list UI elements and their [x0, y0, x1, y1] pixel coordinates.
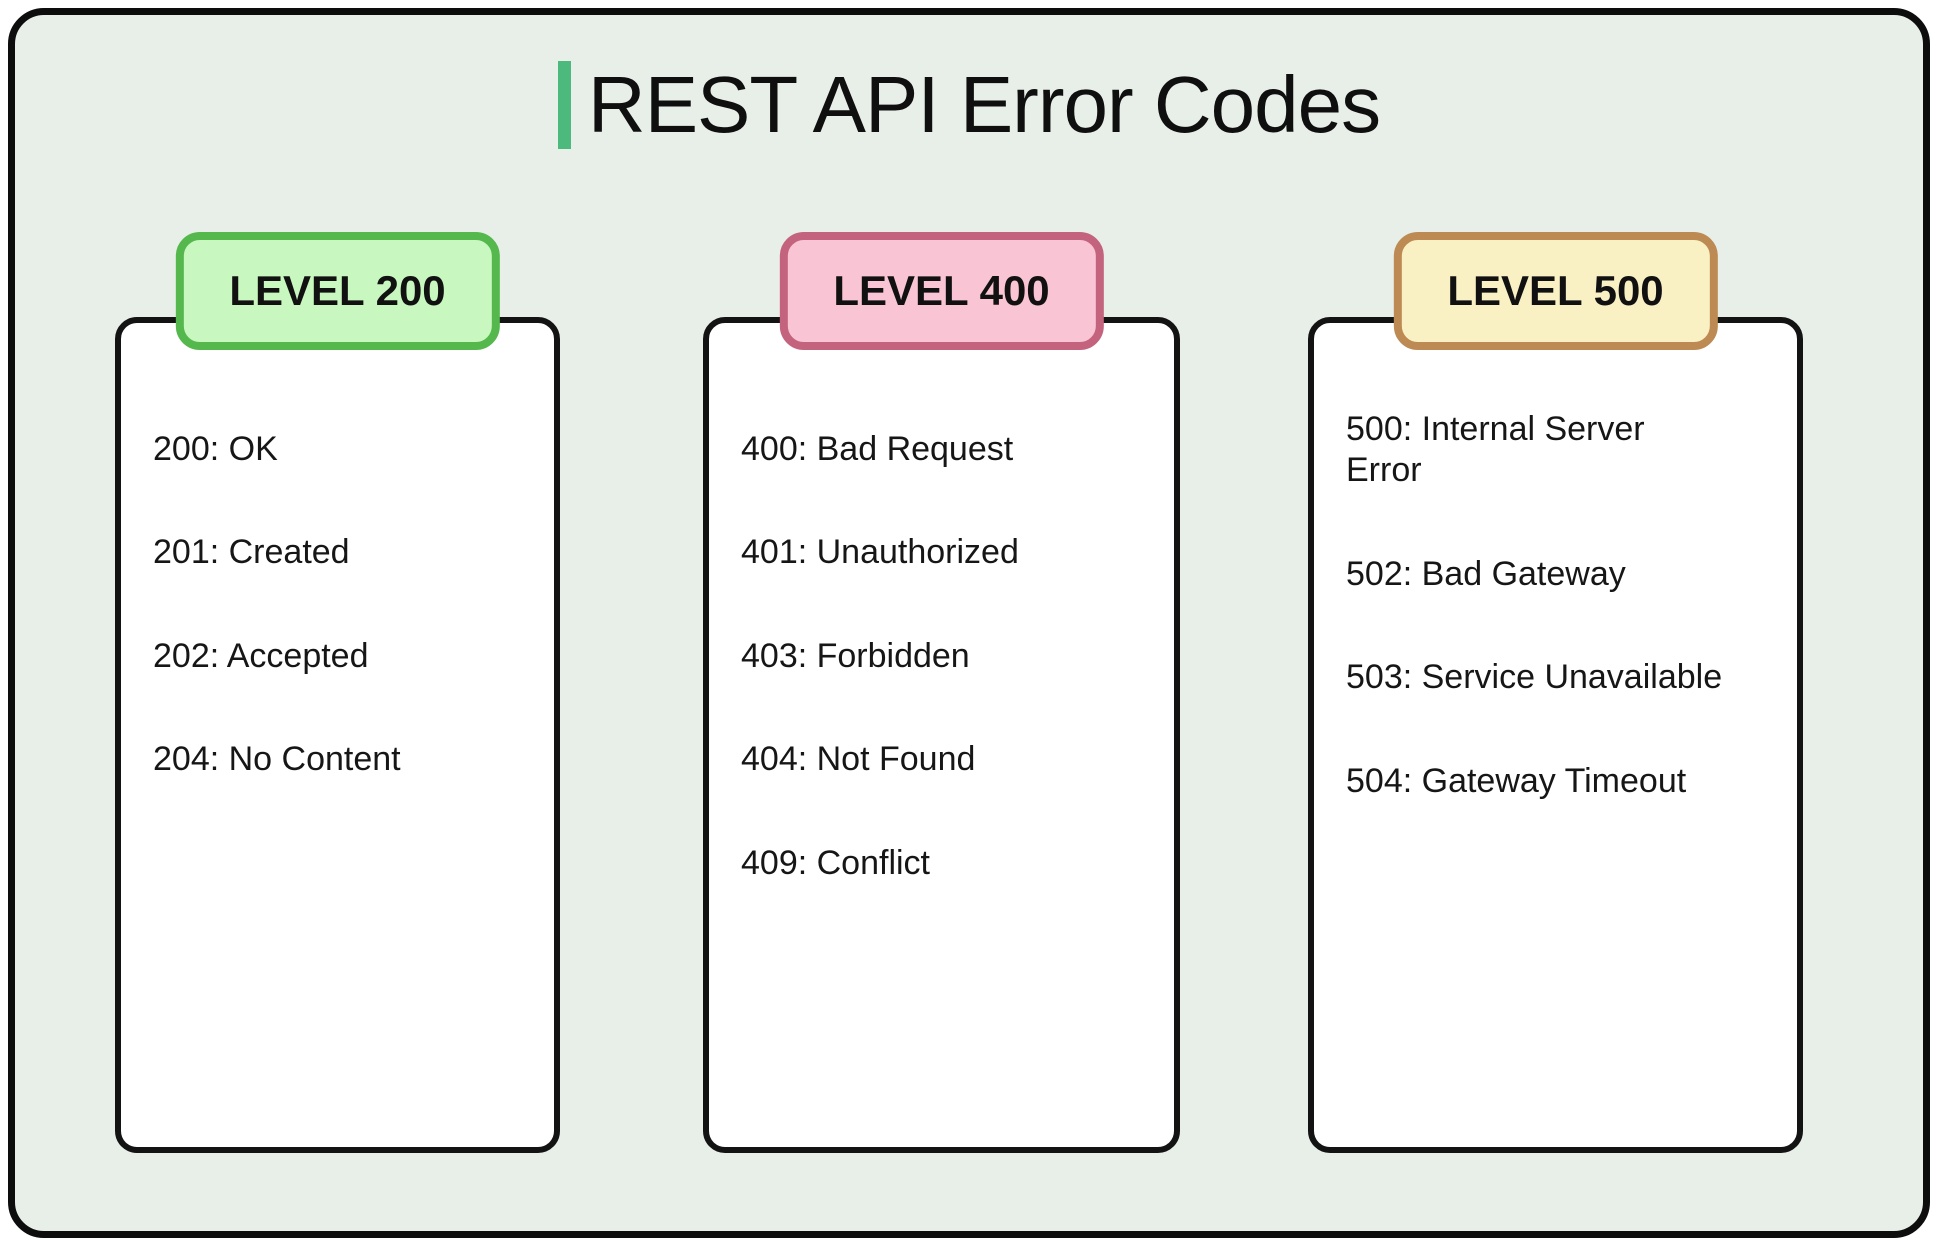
- status-code-list-400: 400: Bad Request 401: Unauthorized 403: …: [741, 429, 1152, 884]
- status-code-item: 201: Created: [153, 533, 350, 572]
- card-level-400: LEVEL 400 400: Bad Request 401: Unauthor…: [703, 232, 1180, 1153]
- status-code-item: 204: No Content: [153, 740, 401, 779]
- badge-level-200: LEVEL 200: [175, 232, 500, 350]
- status-code-item: 500: Internal Server Error: [1346, 410, 1645, 490]
- status-code-item: 502: Bad Gateway: [1346, 554, 1626, 593]
- card-level-500: LEVEL 500 500: Internal Server Error 502…: [1308, 232, 1803, 1153]
- status-code-item: 409: Conflict: [741, 843, 930, 882]
- title-block: REST API Error Codes: [15, 59, 1923, 151]
- status-code-item: 504: Gateway Timeout: [1346, 761, 1687, 800]
- card-level-200: LEVEL 200 200: OK 201: Created 202: Acce…: [115, 232, 560, 1153]
- diagram-canvas: REST API Error Codes LEVEL 200 200: OK 2…: [8, 8, 1930, 1238]
- badge-level-400: LEVEL 400: [779, 232, 1104, 350]
- status-code-item: 503: Service Unavailable: [1346, 658, 1723, 697]
- status-code-list-500: 500: Internal Server Error 502: Bad Gate…: [1346, 409, 1775, 802]
- status-code-item: 202: Accepted: [153, 636, 369, 675]
- status-code-item: 404: Not Found: [741, 740, 976, 779]
- status-code-item: 403: Forbidden: [741, 636, 970, 675]
- status-code-list-200: 200: OK 201: Created 202: Accepted 204: …: [153, 429, 532, 781]
- title-accent-bar: [557, 61, 571, 149]
- status-code-item: 200: OK: [153, 430, 278, 468]
- page-title: REST API Error Codes: [587, 60, 1381, 149]
- status-code-item: 400: Bad Request: [741, 430, 1014, 468]
- badge-level-500: LEVEL 500: [1393, 232, 1718, 350]
- status-code-item: 401: Unauthorized: [741, 533, 1019, 572]
